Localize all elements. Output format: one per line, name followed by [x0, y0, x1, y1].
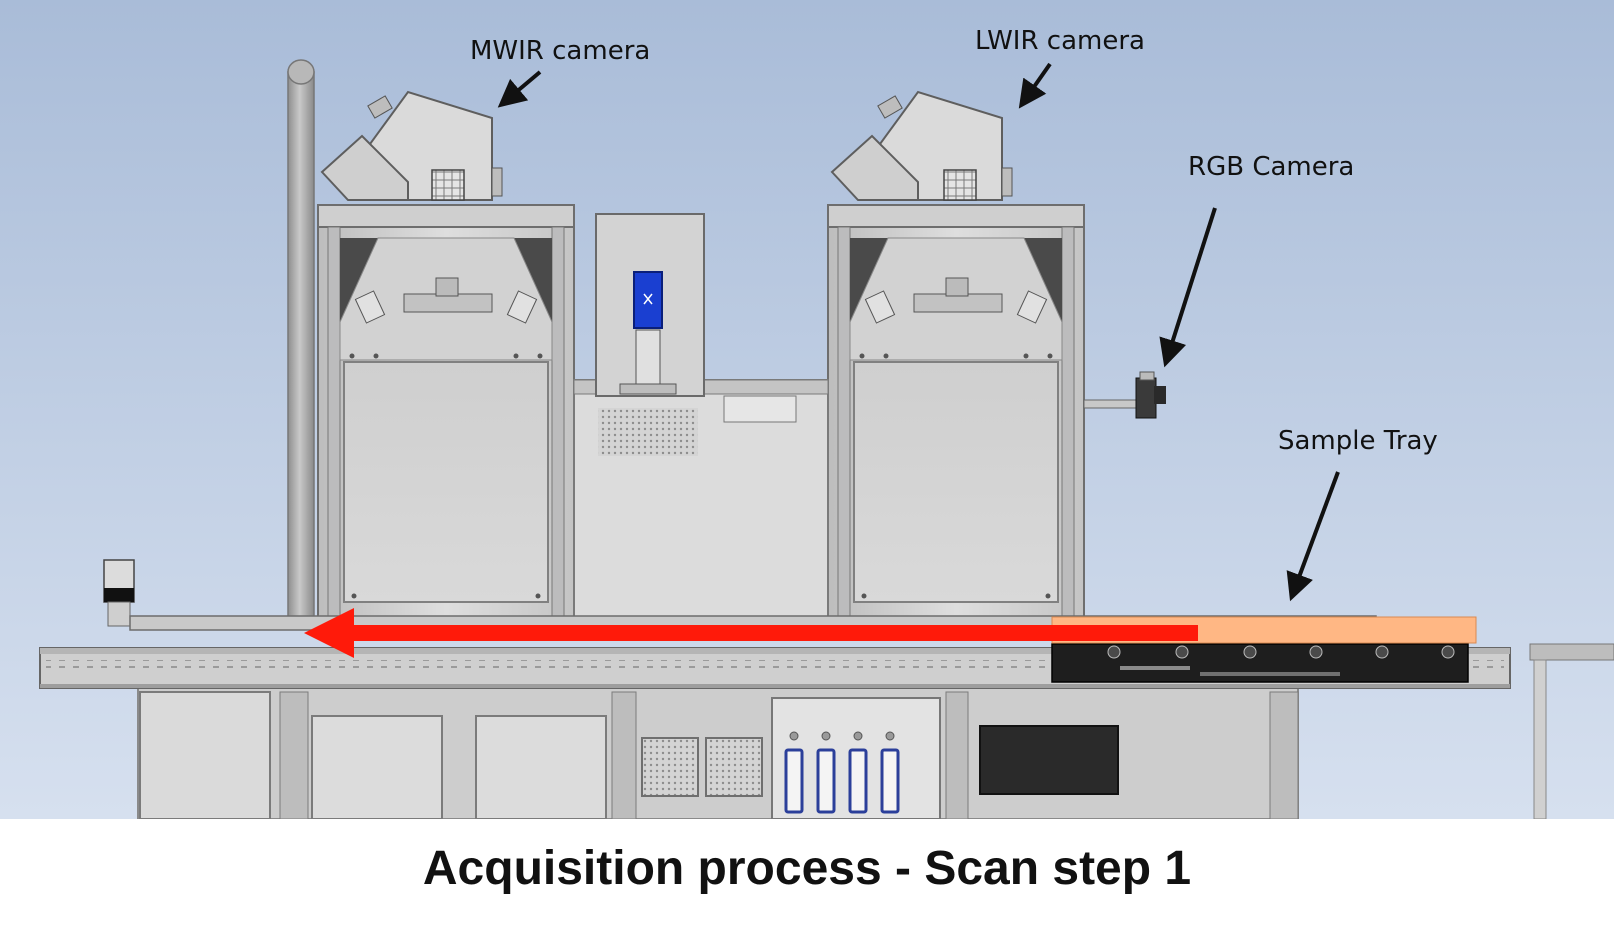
center-column — [573, 213, 829, 618]
tray-carriage — [1051, 643, 1469, 683]
lower-cabinet — [137, 687, 1299, 819]
machine-drawing — [0, 0, 1614, 819]
mwir-callout-arrow — [497, 70, 542, 108]
sample-tray-label: Sample Tray — [1278, 426, 1438, 456]
caption-bar: Acquisition process - Scan step 1 — [0, 819, 1614, 926]
lwir-camera-unit — [830, 90, 1013, 201]
side-stand — [1529, 643, 1614, 819]
figure-caption: Acquisition process - Scan step 1 — [422, 842, 1192, 895]
machine-diagram: MWIR camera LWIR camera RGB Camera Sampl… — [0, 0, 1614, 819]
lwir-camera-label: LWIR camera — [975, 26, 1145, 56]
rgb-camera-label: RGB Camera — [1188, 152, 1355, 182]
drive-motor — [103, 559, 135, 627]
rgb-camera-unit — [1083, 371, 1166, 419]
rgb-callout-arrow — [1159, 207, 1217, 368]
exhaust-pole — [287, 59, 315, 623]
scan-direction-arrow — [304, 608, 1198, 658]
tray-callout-arrow — [1286, 471, 1340, 602]
lwir-callout-arrow — [1018, 62, 1052, 109]
mwir-camera-unit — [320, 90, 503, 201]
lwir-chamber — [827, 204, 1085, 618]
mwir-camera-label: MWIR camera — [470, 36, 651, 66]
mwir-chamber — [317, 204, 575, 618]
